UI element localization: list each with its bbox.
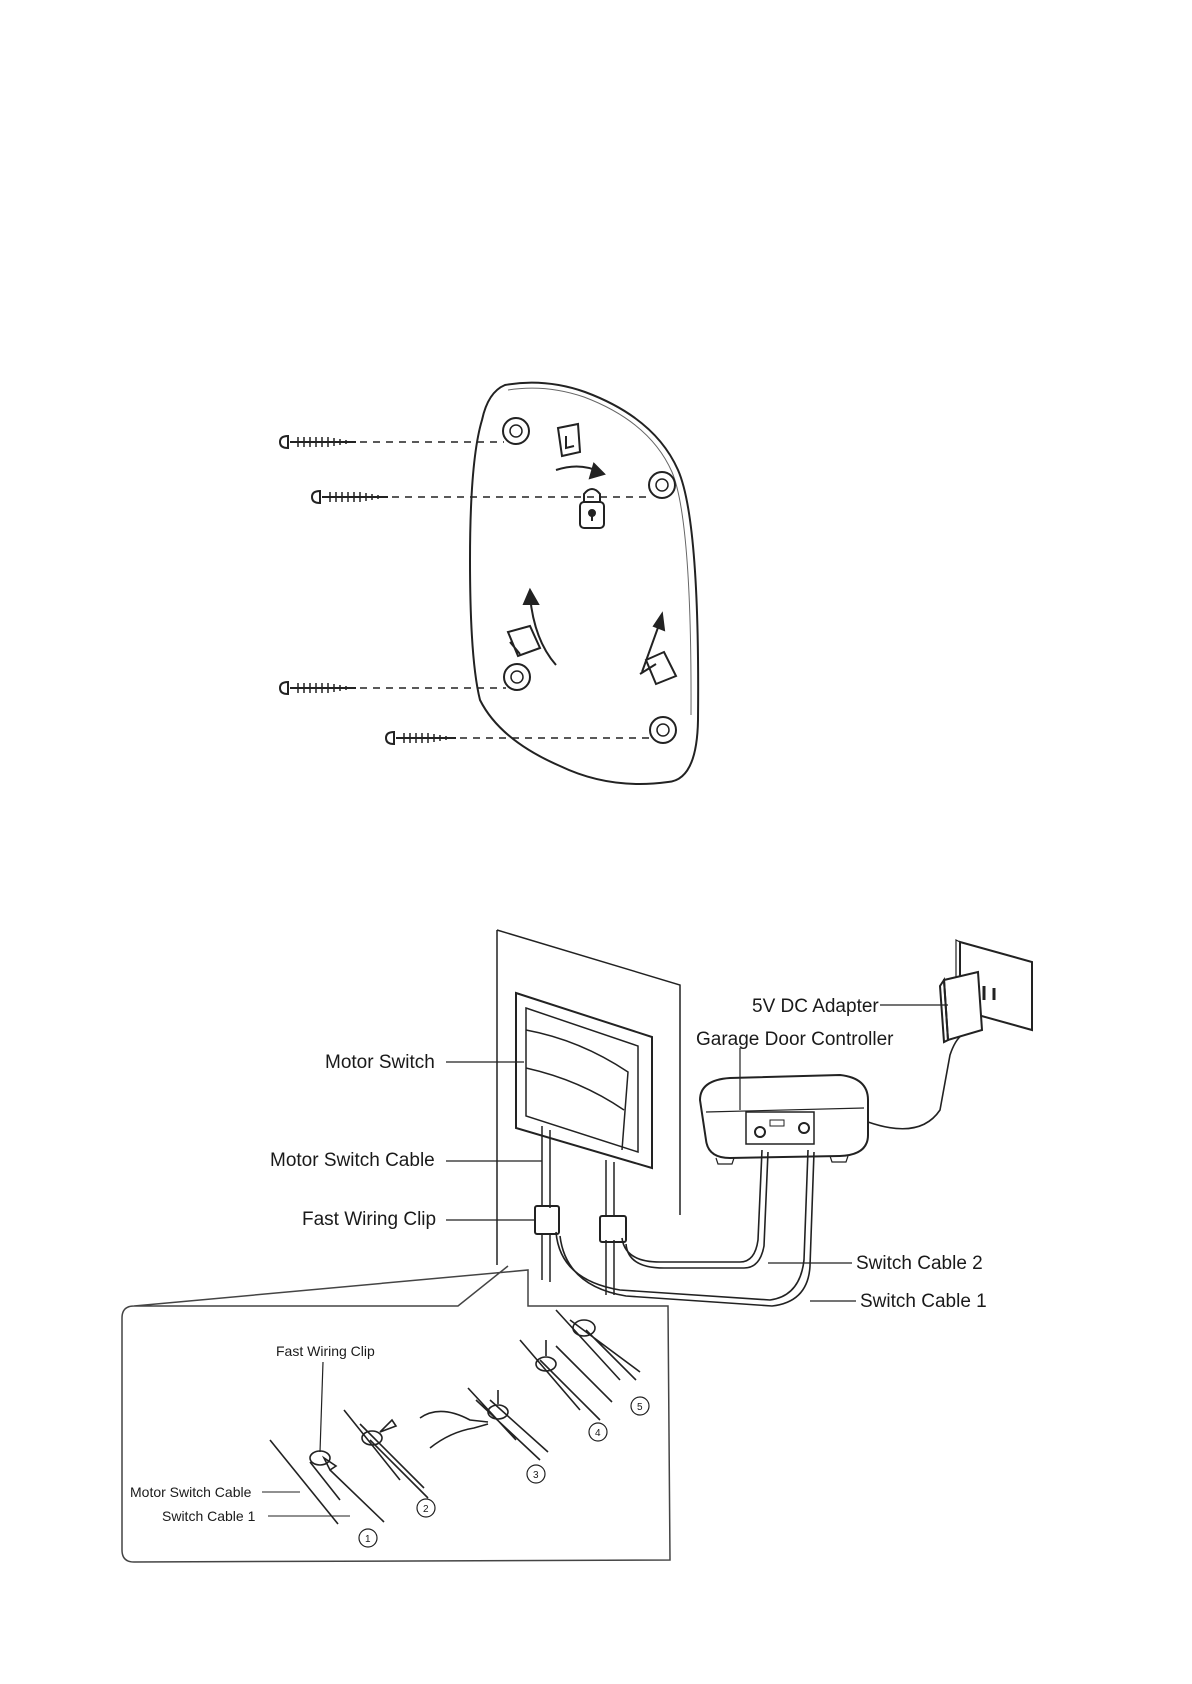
- step-3-illustration: [420, 1388, 548, 1460]
- step-2-illustration: [344, 1410, 428, 1498]
- step-5-illustration: [556, 1310, 640, 1380]
- detail-label-motor-switch-cable: Motor Switch Cable: [130, 1484, 252, 1500]
- detail-label-switch-cable-1: Switch Cable 1: [162, 1508, 256, 1524]
- motor-switch: [516, 993, 652, 1168]
- dc-adapter: [940, 972, 994, 1042]
- step-number-2: 2: [423, 1504, 429, 1515]
- label-motor-switch: Motor Switch: [325, 1052, 435, 1073]
- label-adapter: 5V DC Adapter: [752, 996, 879, 1017]
- step-4-illustration: [520, 1340, 612, 1420]
- label-motor-switch-cable: Motor Switch Cable: [270, 1150, 435, 1171]
- step-number-5: 5: [637, 1402, 643, 1413]
- switch-cable-2: [622, 1150, 762, 1262]
- garage-door-controller: [700, 1075, 868, 1164]
- step-number-3: 3: [533, 1470, 539, 1481]
- step-1-illustration: [270, 1362, 384, 1524]
- switch-cable-1: [556, 1150, 808, 1300]
- label-switch-cable-1: Switch Cable 1: [860, 1291, 987, 1312]
- fast-wiring-clip-left: [535, 1206, 559, 1234]
- label-controller: Garage Door Controller: [696, 1029, 894, 1050]
- step-number-4: 4: [595, 1428, 601, 1439]
- detail-label-fast-wiring-clip: Fast Wiring Clip: [276, 1343, 375, 1359]
- step-number-1: 1: [365, 1534, 371, 1545]
- label-switch-cable-2: Switch Cable 2: [856, 1253, 983, 1274]
- label-fast-wiring-clip: Fast Wiring Clip: [302, 1209, 436, 1230]
